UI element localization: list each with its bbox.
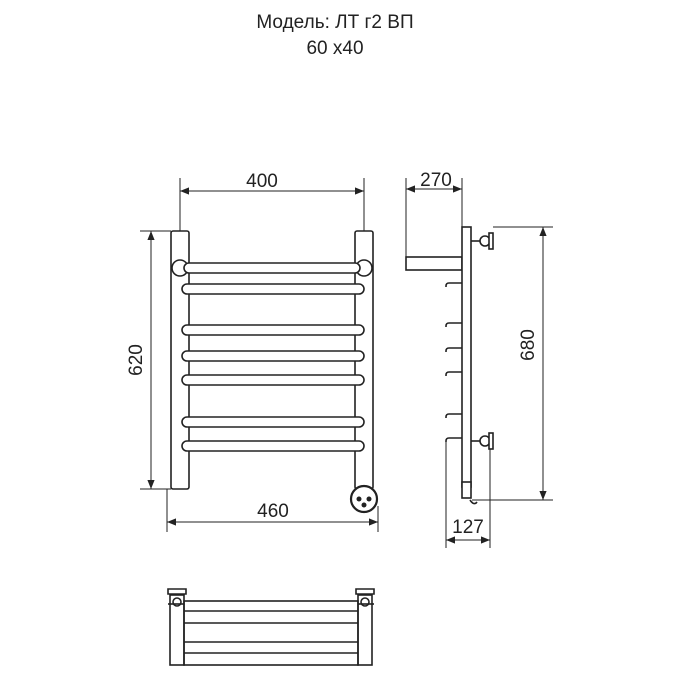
dim-width-top: 400 (246, 171, 278, 192)
heater-pin (366, 496, 372, 502)
model-label: Модель: ЛТ г2 ВП (256, 12, 414, 33)
rail (181, 440, 365, 452)
heater-pin (361, 502, 367, 508)
rail (181, 416, 365, 428)
heater-plug (349, 484, 379, 514)
rail (183, 262, 361, 274)
rail (181, 374, 365, 386)
top-view (167, 588, 375, 666)
dim-height-right: 680 (518, 329, 539, 361)
dim-height-left: 620 (126, 344, 147, 376)
dim-depth-top: 270 (420, 170, 452, 191)
top-shelf (183, 600, 359, 666)
top-right-bracket (355, 588, 375, 595)
dim-offset-bottom: 127 (452, 517, 484, 538)
front-dimensions (140, 178, 379, 532)
heater-pin (356, 496, 362, 502)
side-view (405, 226, 494, 499)
dim-width-bottom: 460 (257, 501, 289, 522)
size-label: 60 х40 (306, 38, 364, 59)
top-left-bracket (167, 588, 187, 595)
side-post (461, 226, 472, 488)
rail (181, 283, 365, 295)
side-dimensions (405, 178, 553, 548)
side-hooks (445, 282, 478, 505)
shelf (405, 256, 463, 271)
rail (181, 324, 365, 336)
drawing-title: Модель: ЛТ г2 ВП 60 х40 (0, 10, 700, 62)
side-post-bottom (461, 481, 472, 499)
rail (181, 350, 365, 362)
front-view (170, 230, 379, 514)
